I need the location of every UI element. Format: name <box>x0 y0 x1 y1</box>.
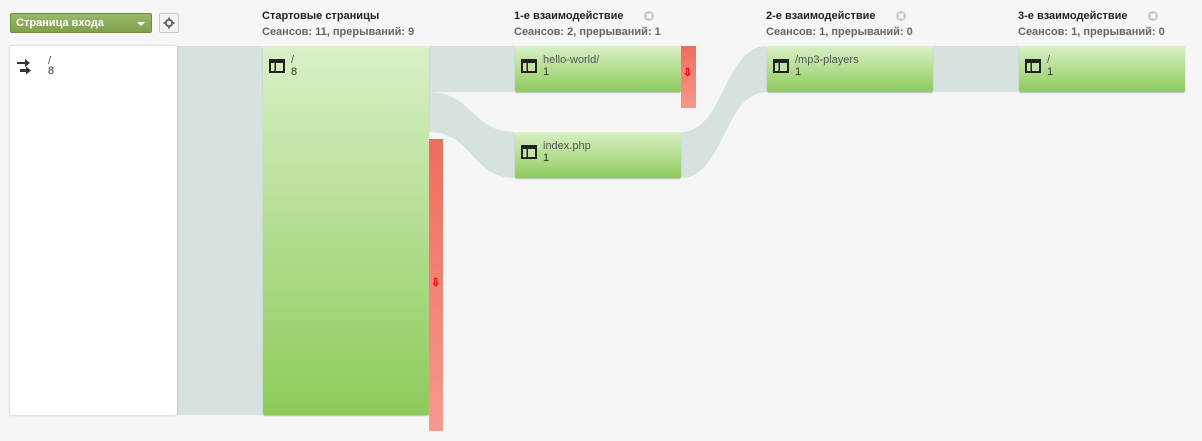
page-icon <box>521 145 537 159</box>
dimension-dropdown[interactable]: Страница входа <box>10 13 152 33</box>
source-node-label: / <box>48 55 52 67</box>
column-title: 2-е взаимодействие <box>766 10 876 22</box>
column-title: 1-е взаимодействие <box>514 10 624 22</box>
dropoff-arrow-icon: ⇩ <box>683 67 693 79</box>
settings-button[interactable] <box>159 13 179 33</box>
dropoff-start[interactable]: ⇩ <box>429 139 443 431</box>
dropoff-arrow-icon: ⇩ <box>431 277 441 289</box>
source-node-count: 8 <box>48 65 55 77</box>
column-title: Стартовые страницы <box>262 10 380 22</box>
node-count: 1 <box>543 152 550 164</box>
node-start-root[interactable]: / 8 <box>263 46 429 415</box>
chevron-down-icon <box>137 22 145 26</box>
page-icon <box>773 59 789 73</box>
gear-icon <box>163 17 175 29</box>
column-subtitle: Сеансов: 1, прерываний: 0 <box>1018 26 1165 38</box>
close-column-3-icon[interactable] <box>1148 11 1158 21</box>
entrance-arrows-icon <box>17 59 31 75</box>
flow-start-to-hello <box>429 46 515 92</box>
node-count: 1 <box>795 66 802 78</box>
node-label: hello-world/ <box>543 54 600 66</box>
column-title: 3-е взаимодействие <box>1018 10 1128 22</box>
node-hello-world[interactable]: hello-world/ 1 <box>515 46 681 92</box>
page-icon <box>521 59 537 73</box>
dimension-dropdown-label: Страница входа <box>16 17 104 29</box>
flow-source-to-start <box>177 46 263 415</box>
column-header-interaction-2: 2-е взаимодействие Сеансов: 1, прерывани… <box>766 10 913 38</box>
flow-start-to-index <box>429 92 515 178</box>
dropoff-hello-world[interactable]: ⇩ <box>681 46 696 108</box>
node-label: /mp3-players <box>795 54 859 66</box>
column-subtitle: Сеансов: 11, прерываний: 9 <box>262 26 415 38</box>
close-column-2-icon[interactable] <box>896 11 906 21</box>
column-subtitle: Сеансов: 1, прерываний: 0 <box>766 26 913 38</box>
node-count: 1 <box>543 66 550 78</box>
page-icon <box>1025 59 1041 73</box>
node-count: 8 <box>291 66 298 78</box>
close-column-1-icon[interactable] <box>644 11 654 21</box>
column-header-start: Стартовые страницы Сеансов: 11, прерыван… <box>262 10 414 38</box>
node-index-php[interactable]: index.php 1 <box>515 132 681 178</box>
node-label: / <box>1047 54 1051 66</box>
flow-index-to-mp3 <box>681 46 767 178</box>
column-header-interaction-1: 1-е взаимодействие Сеансов: 2, прерывани… <box>514 10 661 38</box>
node-label: / <box>291 54 295 66</box>
flow-mp3-to-root <box>933 46 1019 92</box>
node-mp3-players[interactable]: /mp3-players 1 <box>767 46 933 92</box>
column-subtitle: Сеансов: 2, прерываний: 1 <box>514 26 661 38</box>
column-header-interaction-3: 3-е взаимодействие Сеансов: 1, прерывани… <box>1018 10 1165 38</box>
node-third-root[interactable]: / 1 <box>1019 46 1185 92</box>
node-label: index.php <box>543 140 591 152</box>
page-icon <box>269 59 285 73</box>
source-node[interactable]: / 8 <box>10 46 177 415</box>
node-count: 1 <box>1047 66 1054 78</box>
